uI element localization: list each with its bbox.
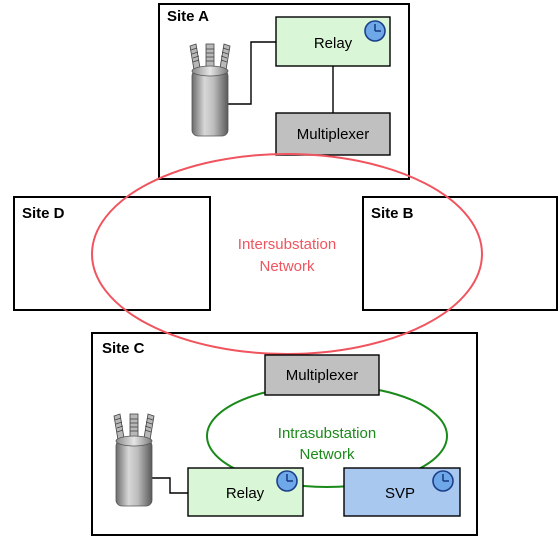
multiplexer-c-box[interactable] [264, 354, 380, 396]
svp-label: SVP [385, 485, 415, 502]
intersubstation-network-ring [91, 153, 483, 355]
site-c-title: Site C [102, 340, 145, 357]
clock-icon [364, 20, 386, 42]
transformer-c-icon [113, 413, 155, 507]
site-b-title: Site B [371, 205, 414, 222]
multiplexer-a-label: Multiplexer [297, 126, 370, 143]
clock-icon [276, 470, 298, 492]
intrasubstation-network-label-line1: Intrasubstation [278, 425, 376, 442]
site-a-title: Site A [167, 8, 209, 25]
site-b-box [362, 196, 558, 311]
intersubstation-network-label-line2: Network [259, 258, 315, 275]
transformer-a-icon [189, 43, 231, 137]
multiplexer-c-label: Multiplexer [286, 367, 359, 384]
relay-c-label: Relay [226, 485, 265, 502]
transformer-a-to-relay-line [226, 41, 276, 105]
site-d-box [13, 196, 211, 311]
transformer-c-to-relay-line [150, 477, 188, 494]
site-d-title: Site D [22, 205, 65, 222]
relay-a-label: Relay [314, 35, 353, 52]
multiplexer-a-box[interactable] [275, 112, 391, 156]
clock-icon [432, 470, 454, 492]
intersubstation-network-label-line1: Intersubstation [238, 236, 336, 253]
intrasubstation-network-label-line2: Network [299, 446, 355, 463]
